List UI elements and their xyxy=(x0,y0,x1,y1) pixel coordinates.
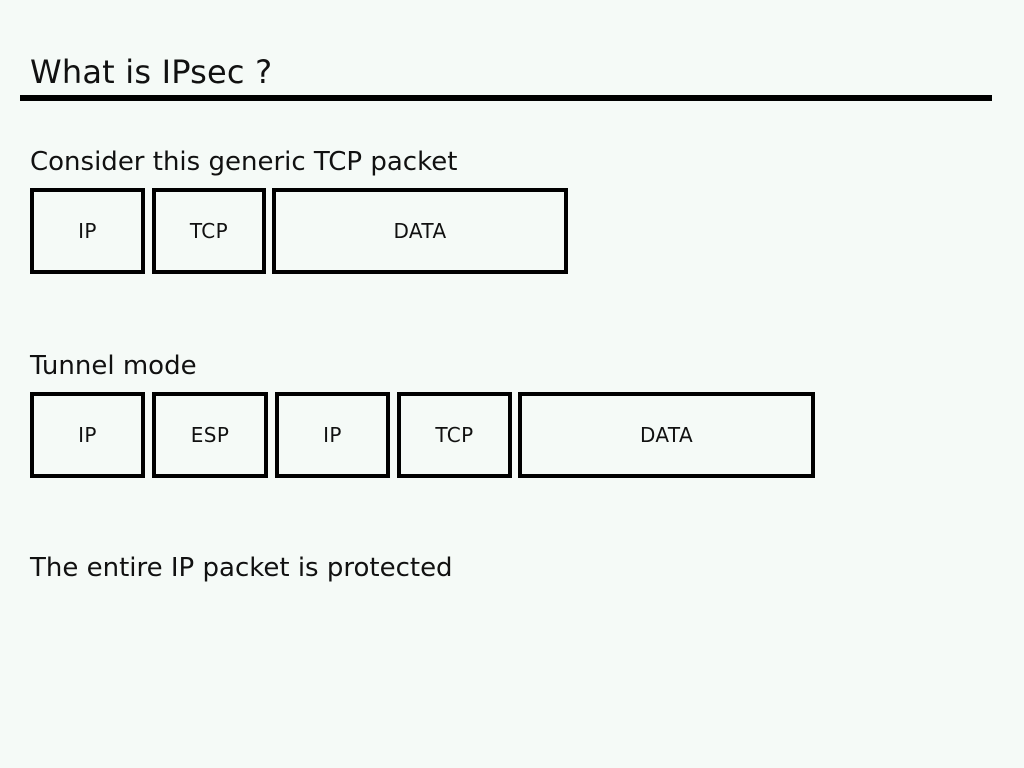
tunnel-field-esp-label: ESP xyxy=(190,423,230,447)
tunnel-packet-diagram: IP ESP IP TCP DATA xyxy=(0,392,1024,478)
tunnel-field-data-label: DATA xyxy=(639,423,694,447)
generic-packet-diagram: IP TCP DATA xyxy=(0,188,1024,274)
generic-field-tcp: TCP xyxy=(152,188,266,274)
tunnel-field-outer-ip: IP xyxy=(30,392,145,478)
generic-packet-caption: Consider this generic TCP packet xyxy=(30,147,458,177)
tunnel-mode-caption: Tunnel mode xyxy=(30,351,197,381)
tunnel-field-inner-ip: IP xyxy=(275,392,390,478)
tunnel-field-outer-ip-label: IP xyxy=(78,423,97,447)
title-underline-rule xyxy=(20,95,992,101)
tunnel-field-tcp: TCP xyxy=(397,392,512,478)
tunnel-field-data: DATA xyxy=(518,392,815,478)
generic-field-ip: IP xyxy=(30,188,145,274)
generic-field-ip-label: IP xyxy=(78,219,97,243)
generic-field-data-label: DATA xyxy=(393,219,447,243)
tunnel-field-tcp-label: TCP xyxy=(435,423,474,447)
protection-note: The entire IP packet is protected xyxy=(30,553,453,583)
generic-field-data: DATA xyxy=(272,188,568,274)
tunnel-field-inner-ip-label: IP xyxy=(323,423,342,447)
tunnel-field-esp: ESP xyxy=(152,392,268,478)
page-title: What is IPsec ? xyxy=(30,53,273,91)
generic-field-tcp-label: TCP xyxy=(189,219,229,243)
